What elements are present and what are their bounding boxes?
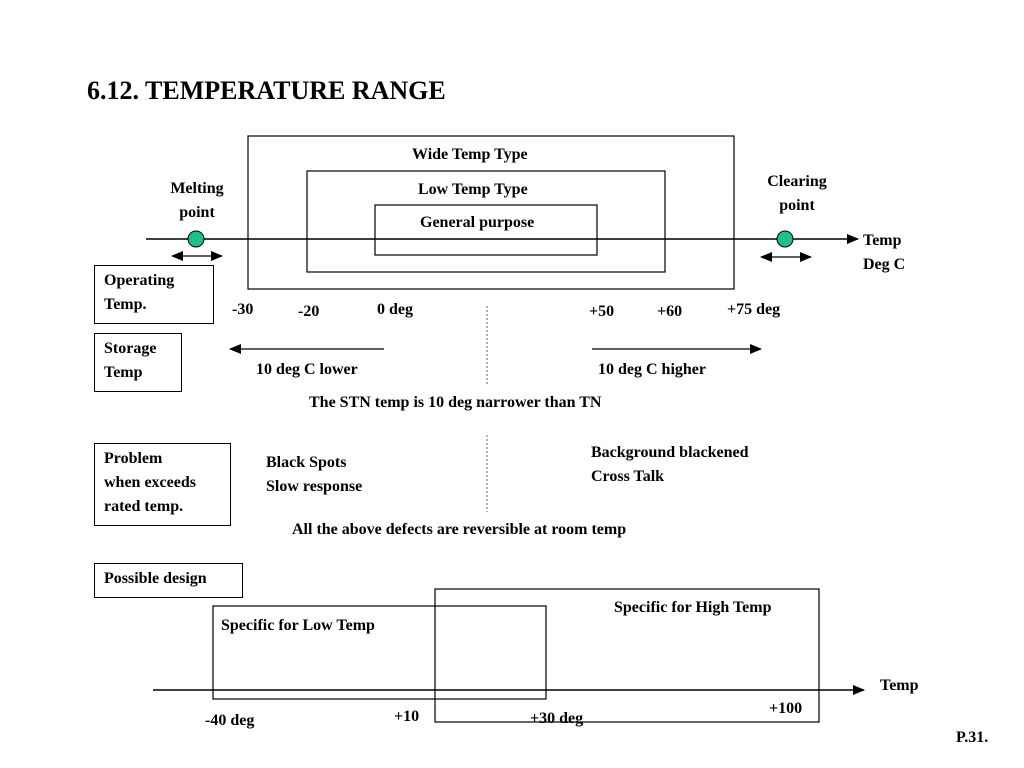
defects-low-text: Black Spots Slow response xyxy=(266,454,363,495)
tick-plus-75: +75 deg xyxy=(727,301,781,318)
general-purpose-label: General purpose xyxy=(420,214,535,231)
clearing-point-label: Clearing point xyxy=(767,173,827,214)
clearing-point-marker xyxy=(776,230,794,248)
operating-temp-label: Operating Temp. xyxy=(94,265,214,324)
tick-plus-10: +10 xyxy=(394,708,420,725)
tick-plus-100: +100 xyxy=(769,700,803,717)
storage-temp-label: Storage Temp xyxy=(94,333,182,392)
melting-point-marker xyxy=(187,230,205,248)
low-temp-design-label: Specific for Low Temp xyxy=(221,617,375,634)
tick-minus-30: -30 xyxy=(232,301,254,318)
stn-note: The STN temp is 10 deg narrower than TN xyxy=(309,394,602,411)
tick-plus-60: +60 xyxy=(657,303,683,320)
tick-minus-20: -20 xyxy=(298,303,320,320)
low-temp-design-box xyxy=(212,605,547,700)
possible-design-label: Possible design xyxy=(94,563,243,598)
reversible-note: All the above defects are reversible at … xyxy=(292,521,627,538)
tick-plus-50: +50 xyxy=(589,303,615,320)
tick-zero: 0 deg xyxy=(377,301,413,318)
top-axis-label: Temp Deg C xyxy=(863,232,906,273)
low-temp-label: Low Temp Type xyxy=(418,181,528,198)
lower-note: 10 deg C lower xyxy=(256,361,358,378)
page-number: P.31. xyxy=(956,729,989,746)
general-purpose-box xyxy=(374,204,598,256)
tick-minus-40: -40 deg xyxy=(205,712,255,729)
low-temp-box xyxy=(306,170,666,273)
melting-point-label: Melting point xyxy=(170,180,224,221)
wide-temp-box xyxy=(247,135,735,290)
tick-plus-30: +30 deg xyxy=(530,710,584,727)
wide-temp-label: Wide Temp Type xyxy=(412,146,528,163)
higher-note: 10 deg C higher xyxy=(598,361,706,378)
bottom-axis-label: Temp xyxy=(880,677,919,694)
high-temp-design-label: Specific for High Temp xyxy=(614,599,772,616)
problem-label: Problem when exceeds rated temp. xyxy=(94,443,231,526)
page-title: 6.12. TEMPERATURE RANGE xyxy=(87,76,446,105)
defects-high-text: Background blackened Cross Talk xyxy=(591,444,749,485)
high-temp-design-box xyxy=(434,588,820,723)
